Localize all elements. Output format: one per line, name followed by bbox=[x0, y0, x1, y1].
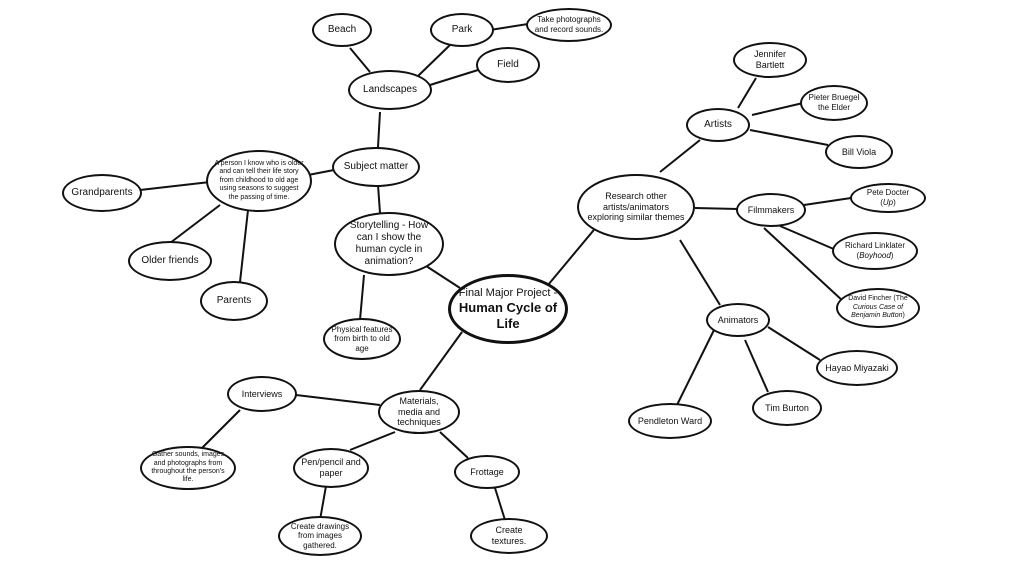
linklater-end: ) bbox=[890, 251, 894, 260]
link-landscapes-beach bbox=[349, 47, 371, 73]
node-frottage: Frottage bbox=[454, 455, 520, 489]
link-interviews-gather bbox=[201, 409, 241, 449]
link-storytelling-physical bbox=[359, 274, 365, 321]
linklater-film: Boyhood bbox=[859, 251, 891, 260]
link-animators-ward bbox=[675, 329, 715, 408]
node-filmmakers: Filmmakers bbox=[736, 193, 806, 227]
node-artists: Artists bbox=[686, 108, 750, 142]
node-tim-burton: Tim Burton bbox=[752, 390, 822, 426]
link-research-filmmakers bbox=[694, 207, 739, 210]
docter-end: ) bbox=[893, 198, 896, 207]
node-research: Research other artists/animators explori… bbox=[577, 174, 695, 240]
central-topic-line1: Final Major Project - bbox=[458, 286, 558, 299]
node-animators: Animators bbox=[706, 303, 770, 337]
node-david-fincher: David Fincher (The Curious Case of Benja… bbox=[836, 288, 920, 328]
link-subject-landscapes bbox=[377, 111, 381, 148]
link-park-photos bbox=[489, 23, 529, 31]
link-animators-miyazaki bbox=[767, 326, 821, 361]
node-landscapes: Landscapes bbox=[348, 70, 432, 110]
link-subject-person bbox=[307, 169, 335, 176]
link-materials-frottage bbox=[439, 431, 469, 459]
link-person-olderfriends bbox=[169, 204, 221, 244]
node-park: Park bbox=[430, 13, 494, 47]
link-person-parents bbox=[239, 209, 249, 283]
link-pen-drawings bbox=[319, 485, 327, 521]
node-pendleton-ward: Pendleton Ward bbox=[628, 403, 712, 439]
link-landscapes-park bbox=[417, 44, 451, 77]
node-field: Field bbox=[476, 47, 540, 83]
link-center-research bbox=[547, 224, 599, 286]
node-beach: Beach bbox=[312, 13, 372, 47]
link-artists-bruegel bbox=[751, 102, 804, 116]
fincher-end: ) bbox=[902, 312, 905, 320]
link-materials-interviews bbox=[295, 394, 381, 406]
node-materials: Materials, media and techniques bbox=[378, 390, 460, 434]
node-physical-features: Physical features from birth to old age bbox=[323, 318, 401, 360]
link-animators-burton bbox=[744, 339, 769, 393]
link-center-materials bbox=[419, 331, 463, 391]
link-filmmakers-linklater bbox=[779, 225, 837, 251]
link-materials-pen bbox=[349, 431, 396, 451]
node-photos-sounds: Take photographs and record sounds. bbox=[526, 8, 612, 42]
link-research-artists bbox=[659, 139, 701, 173]
node-gather-sounds: Gather sounds, images and photographs fr… bbox=[140, 446, 236, 490]
central-topic-title: Human Cycle of Life bbox=[458, 300, 558, 331]
link-frottage-textures bbox=[494, 487, 506, 521]
node-subject-matter: Subject matter bbox=[332, 147, 420, 187]
node-hayao-miyazaki: Hayao Miyazaki bbox=[816, 350, 898, 386]
link-storytelling-subject bbox=[377, 184, 381, 214]
link-landscapes-field bbox=[429, 69, 479, 86]
node-pen-pencil: Pen/pencil and paper bbox=[293, 448, 369, 488]
linklater-name: Richard Linklater ( bbox=[844, 241, 906, 260]
fincher-film: Curious Case of Benjamin Button bbox=[851, 303, 904, 320]
node-create-drawings: Create drawings from images gathered. bbox=[278, 516, 362, 556]
link-artists-jennifer bbox=[737, 77, 757, 109]
fincher-name: David Fincher (The bbox=[848, 295, 908, 303]
node-richard-linklater: Richard Linklater (Boyhood) bbox=[832, 232, 918, 270]
docter-name: Pete Docter ( bbox=[866, 188, 910, 207]
node-person-older: A person I know who is older and can tel… bbox=[206, 150, 312, 212]
link-research-animators bbox=[679, 239, 721, 306]
node-pieter-bruegel: Pieter Bruegel the Elder bbox=[800, 85, 868, 121]
node-interviews: Interviews bbox=[227, 376, 297, 412]
node-jennifer-bartlett: Jennifer Bartlett bbox=[733, 42, 807, 78]
link-filmmakers-docter bbox=[803, 197, 852, 206]
node-older-friends: Older friends bbox=[128, 241, 212, 281]
node-pete-docter: Pete Docter (Up) bbox=[850, 183, 926, 213]
link-filmmakers-fincher bbox=[763, 227, 845, 303]
node-parents: Parents bbox=[200, 281, 268, 321]
central-topic-node: Final Major Project - Human Cycle of Lif… bbox=[448, 274, 568, 344]
docter-film: Up bbox=[882, 198, 894, 207]
node-storytelling: Storytelling - How can I show the human … bbox=[334, 212, 444, 276]
link-person-grandparents bbox=[139, 181, 211, 191]
node-grandparents: Grandparents bbox=[62, 174, 142, 212]
link-artists-viola bbox=[749, 129, 829, 146]
node-bill-viola: Bill Viola bbox=[825, 135, 893, 169]
node-create-textures: Create textures. bbox=[470, 518, 548, 554]
